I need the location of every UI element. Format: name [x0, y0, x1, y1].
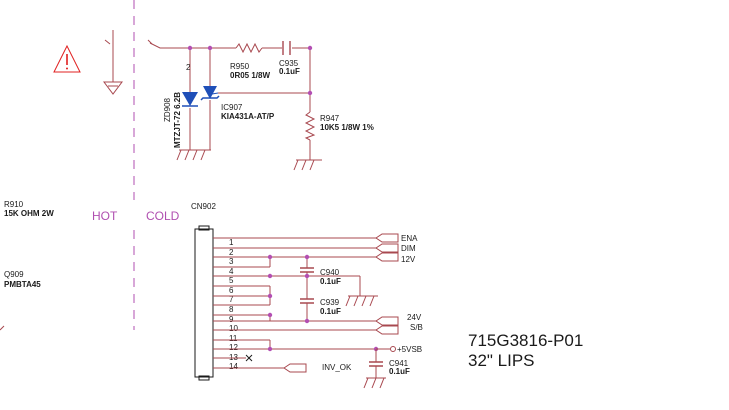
r910-value: 15K OHM 2W	[4, 209, 54, 218]
board-part-number: 715G3816-P01	[468, 331, 583, 350]
pin-1: 1	[229, 238, 234, 247]
ic907-value: KIA431A-AT/P	[221, 112, 275, 121]
ic907-ref: IC907	[221, 103, 243, 112]
cold-zone-label: COLD	[146, 209, 180, 223]
cn902-ref: CN902	[191, 202, 216, 211]
ic907-regulator	[200, 86, 220, 101]
c940-value: 0.1uF	[320, 277, 341, 286]
board-model: 32" LIPS	[468, 351, 535, 370]
pin-8: 8	[229, 305, 234, 314]
warning-icon	[53, 44, 81, 73]
r950-ref: R950	[230, 62, 250, 71]
c935-capacitor	[282, 41, 291, 55]
pin-7: 7	[229, 295, 234, 304]
signal-inv-ok: INV_OK	[322, 363, 352, 372]
pin-14: 14	[229, 362, 238, 371]
hot-zone-label: HOT	[92, 209, 118, 223]
zd908-zener	[182, 92, 198, 107]
r947-value: 10K5 1/8W 1%	[320, 123, 374, 132]
pin-4: 4	[229, 267, 234, 276]
pin-12: 12	[229, 343, 238, 352]
feedback-junctions	[187, 45, 313, 96]
hot-ground-symbol	[103, 30, 123, 95]
q909-ref: Q909	[4, 270, 24, 279]
signal-dim: DIM	[401, 244, 416, 253]
pin-2: 2	[229, 248, 234, 257]
cn902-connector	[194, 225, 214, 381]
zd908-pin: 2	[186, 63, 191, 72]
c941-value: 0.1uF	[389, 367, 410, 376]
signal-flags	[283, 233, 399, 373]
connector-junctions	[267, 254, 379, 352]
q909-value: PMBTA45	[4, 280, 41, 289]
zd908-value: MTZJT-72 6.2B	[173, 92, 182, 148]
v5sb-rail	[363, 346, 396, 389]
c939-capacitor	[300, 276, 314, 321]
c940-ref: C940	[320, 268, 340, 277]
signal-5vsb: +5VSB	[397, 345, 422, 354]
feedback-wiring	[189, 47, 311, 160]
pin-10: 10	[229, 324, 238, 333]
signal-24v: 24V	[407, 313, 422, 322]
r950-resistor	[235, 42, 263, 54]
pin-6: 6	[229, 286, 234, 295]
feedback-ground-symbols	[176, 149, 322, 171]
connector-ground-symbol	[345, 276, 378, 307]
c939-ref: C939	[320, 298, 340, 307]
r910-ref: R910	[4, 200, 24, 209]
r950-value: 0R05 1/8W	[230, 71, 270, 80]
pin13-no-connect	[245, 354, 253, 362]
cn902-wiring	[213, 237, 376, 369]
r947-ref: R947	[320, 114, 340, 123]
c940-capacitor	[300, 257, 314, 276]
c939-value: 0.1uF	[320, 307, 341, 316]
r947-resistor	[304, 111, 316, 141]
c941-ref: C941	[389, 359, 409, 368]
pin-11: 11	[229, 334, 238, 343]
zd908-ref: ZD908	[163, 97, 172, 122]
signal-sb: S/B	[410, 323, 423, 332]
c935-ref: C935	[279, 59, 299, 68]
offpage-wire	[0, 325, 5, 331]
pin-3: 3	[229, 257, 234, 266]
signal-12v: 12V	[401, 255, 416, 264]
pin-9: 9	[229, 315, 234, 324]
hot-wire-stub	[104, 39, 190, 49]
signal-ena: ENA	[401, 234, 418, 243]
c935-value: 0.1uF	[279, 67, 300, 76]
pin-5: 5	[229, 276, 234, 285]
